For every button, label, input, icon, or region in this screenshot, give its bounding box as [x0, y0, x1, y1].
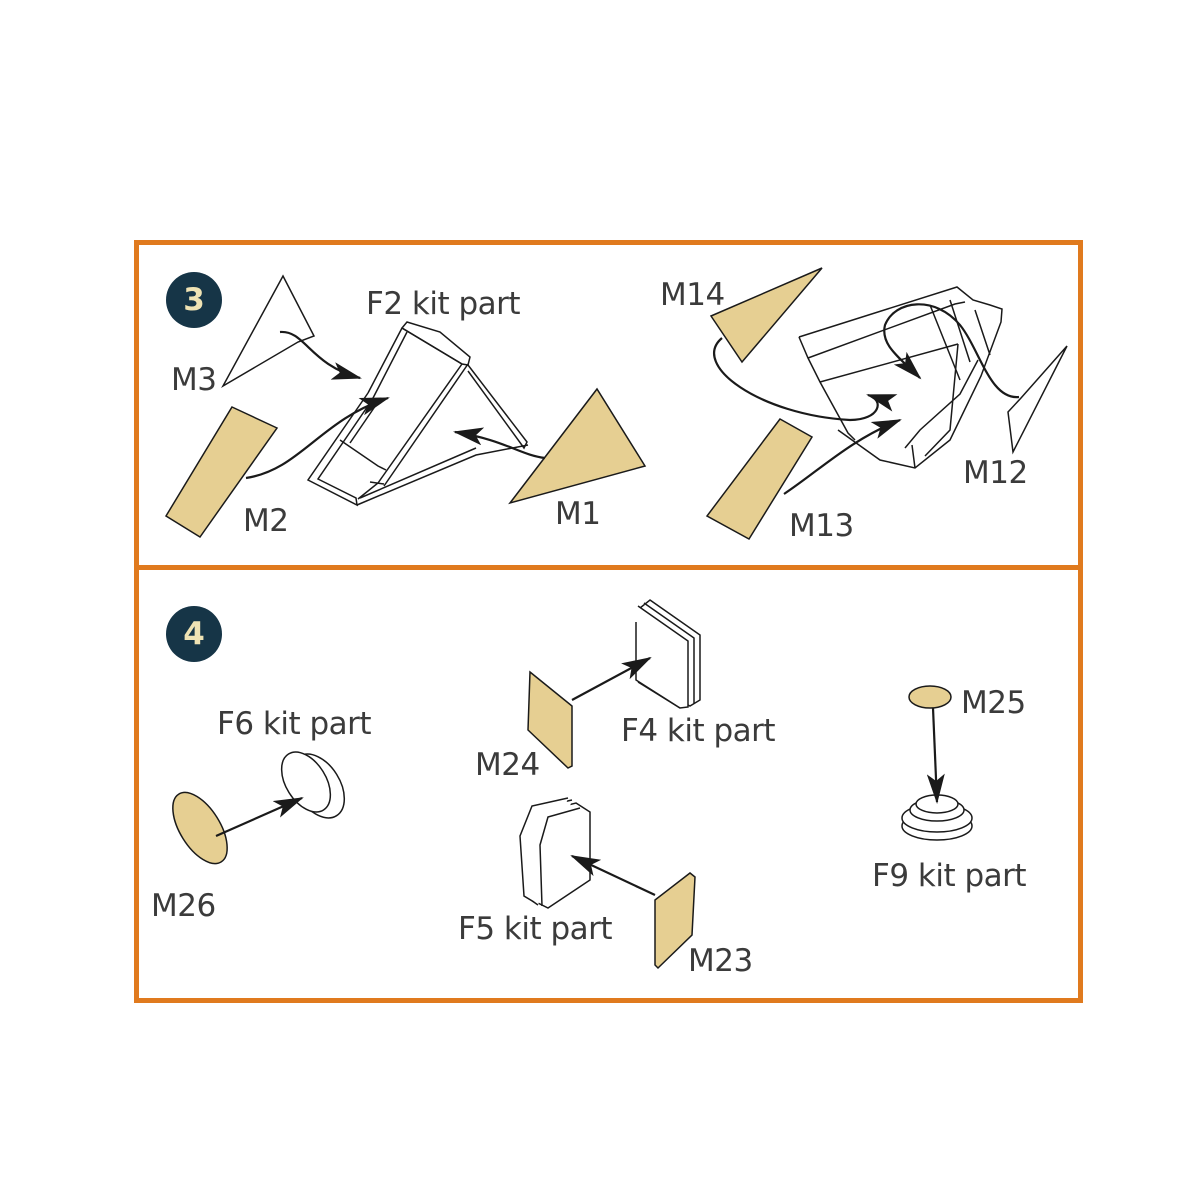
arrows-step3-left	[245, 330, 546, 480]
arrow-m26-f6	[215, 796, 304, 838]
arrow-m25-f9	[926, 707, 945, 804]
mask-m3	[221, 274, 316, 389]
label-m12: M12	[963, 455, 1028, 491]
label-m13: M13	[789, 508, 854, 544]
label-f2-kit-part: F2 kit part	[366, 286, 521, 322]
f4-kit-part	[635, 599, 701, 709]
arrow-m23-f5	[570, 855, 656, 896]
mask-m26	[172, 791, 228, 865]
label-m24: M24	[475, 747, 540, 783]
f9-kit-part	[901, 794, 973, 841]
label-f9-kit-part: F9 kit part	[872, 858, 1027, 894]
step-3-badge: 3	[166, 272, 222, 328]
label-m26: M26	[151, 888, 216, 924]
mask-m24	[527, 670, 573, 769]
label-m2: M2	[243, 503, 289, 539]
mask-m14	[709, 267, 823, 364]
arrow-m24-f4	[571, 657, 652, 701]
mask-m12	[1007, 345, 1068, 455]
label-f6-kit-part: F6 kit part	[217, 706, 372, 742]
label-m14: M14	[660, 277, 725, 313]
label-f5-kit-part: F5 kit part	[458, 911, 613, 947]
mask-m13	[705, 418, 814, 540]
mask-m1	[508, 387, 647, 505]
mask-m23	[654, 872, 696, 970]
mask-m25	[908, 685, 952, 709]
label-m25: M25	[961, 685, 1026, 721]
label-m23: M23	[688, 943, 753, 979]
f2-kit-part	[306, 321, 529, 507]
label-m3: M3	[171, 362, 217, 398]
f12-kit-part	[798, 286, 1003, 469]
arrows-step3-right	[713, 303, 1020, 495]
step-4-badge: 4	[166, 606, 222, 662]
step-divider	[134, 565, 1083, 570]
label-m1: M1	[555, 496, 601, 532]
f6-kit-part	[280, 751, 346, 819]
instruction-frame	[134, 240, 1083, 1003]
label-f4-kit-part: F4 kit part	[621, 713, 776, 749]
f5-kit-part	[519, 797, 591, 909]
mask-m2	[164, 406, 279, 539]
